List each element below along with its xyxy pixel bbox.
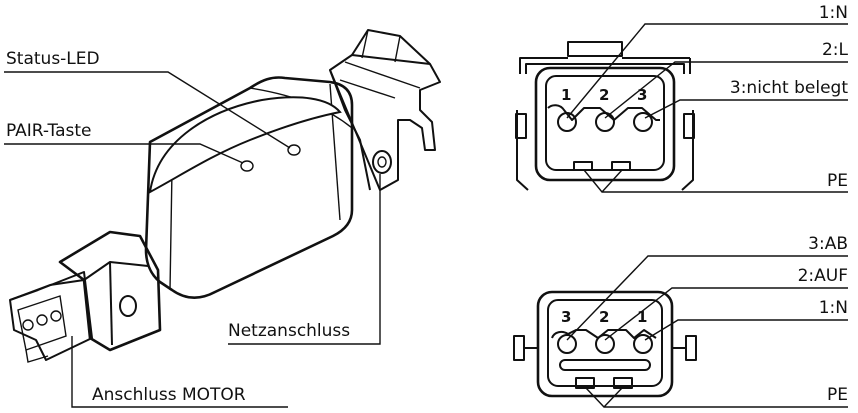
mains-connector-diagram: 1 2 3 1:N 2:L 3:nicht belegt PE bbox=[515, 3, 849, 193]
plug-device bbox=[9, 29, 441, 363]
motor-pin-number: 2 bbox=[599, 308, 609, 326]
mains-label-n: 1:N bbox=[819, 3, 848, 23]
motor-pin-1 bbox=[633, 334, 653, 354]
pair-button-label: PAIR-Taste bbox=[6, 121, 91, 141]
mains-pin-1 bbox=[557, 112, 577, 132]
label-pair-button: PAIR-Taste bbox=[4, 121, 244, 164]
mains-pin-2 bbox=[595, 112, 615, 132]
motor-pin-number: 1 bbox=[637, 308, 647, 326]
motor-label-pe: PE bbox=[827, 385, 848, 405]
mains-pin-number: 2 bbox=[599, 86, 609, 104]
mains-label-l: 2:L bbox=[822, 40, 849, 60]
status-led-label: Status-LED bbox=[6, 49, 100, 69]
motor-pin-3 bbox=[557, 334, 577, 354]
label-mains: Netzanschluss bbox=[228, 174, 381, 345]
mains-label-unused: 3:nicht belegt bbox=[730, 78, 848, 98]
motor-pin-2 bbox=[595, 334, 615, 354]
mains-label: Netzanschluss bbox=[228, 321, 350, 341]
mains-pin-number: 1 bbox=[561, 86, 571, 104]
mains-label-pe: PE bbox=[827, 171, 848, 191]
motor-connector-diagram: 3 2 1 3:AB 2:AUF 1:N PE bbox=[513, 234, 848, 408]
mains-pin-3 bbox=[633, 112, 653, 132]
label-status-led: Status-LED bbox=[4, 49, 291, 149]
motor-label: Anschluss MOTOR bbox=[92, 385, 246, 405]
motor-label-n: 1:N bbox=[819, 298, 848, 318]
pair-button-icon[interactable] bbox=[240, 160, 254, 172]
status-led-icon bbox=[287, 144, 301, 156]
motor-label-auf: 2:AUF bbox=[798, 266, 848, 286]
label-motor: Anschluss MOTOR bbox=[71, 336, 288, 408]
mains-pin-number: 3 bbox=[637, 86, 647, 104]
motor-pin-number: 3 bbox=[561, 308, 571, 326]
motor-label-ab: 3:AB bbox=[808, 234, 848, 254]
